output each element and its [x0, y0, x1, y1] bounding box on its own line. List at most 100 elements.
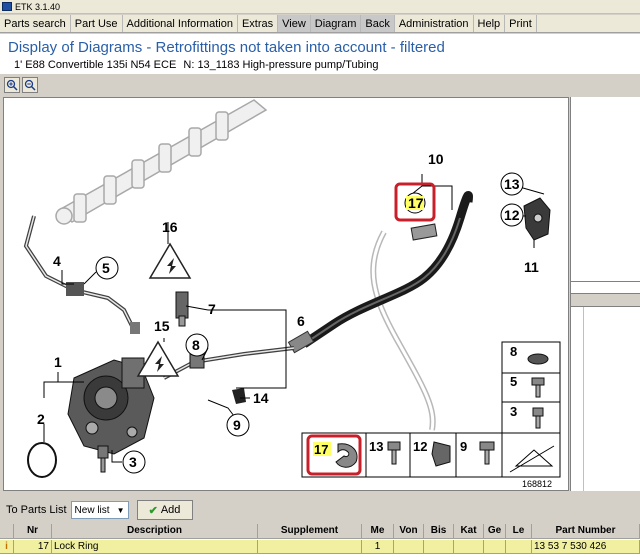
title-bar: ETK 3.1.40 — [0, 0, 640, 14]
col-bis[interactable]: Bis — [424, 524, 454, 538]
callout-12: 12 — [504, 207, 520, 223]
cell-supplement — [258, 540, 362, 553]
legend-17: 17 — [314, 442, 328, 457]
cell-von — [394, 540, 424, 553]
diagram-toolbar — [0, 74, 640, 96]
menu-bar: Parts search Part Use Additional Informa… — [0, 15, 640, 33]
callout-3: 3 — [129, 454, 137, 470]
cell-part-number: 13 53 7 530 426 — [532, 540, 640, 553]
return-tube — [370, 230, 436, 431]
parts-list-bar: To Parts List New list ▼ ✔ Add — [0, 498, 640, 522]
callout-17-highlight[interactable]: 17 — [394, 182, 436, 222]
callout-11: 11 — [524, 259, 539, 275]
parts-list-select[interactable]: New list ▼ — [70, 501, 129, 519]
cell-me: 1 — [362, 540, 394, 553]
page-header: Display of Diagrams - Retrofittings not … — [0, 34, 640, 74]
callout-numbers: 1 2 3 4 5 6 7 8 9 10 11 12 13 14 15 16 — [37, 151, 539, 470]
col-le[interactable]: Le — [506, 524, 532, 538]
bolt-3 — [97, 445, 109, 473]
callout-6: 6 — [297, 313, 305, 329]
callout-13: 13 — [504, 176, 520, 192]
callout-14: 14 — [253, 390, 269, 406]
col-supplement[interactable]: Supplement — [258, 524, 362, 538]
vehicle-label: 1' E88 Convertible 135i N54 ECE — [14, 59, 177, 71]
high-pressure-pump — [67, 357, 155, 455]
cell-ge — [484, 540, 506, 553]
menu-parts-search[interactable]: Parts search — [0, 15, 71, 32]
col-kat[interactable]: Kat — [454, 524, 484, 538]
checkmark-icon: ✔ — [148, 504, 158, 517]
menu-diagram[interactable]: Diagram — [310, 15, 362, 32]
page-title: Display of Diagrams - Retrofittings not … — [8, 39, 445, 56]
info-icon[interactable]: i — [0, 540, 14, 553]
menu-part-use[interactable]: Part Use — [71, 15, 123, 32]
menu-help[interactable]: Help — [474, 15, 506, 32]
legend-5: 5 — [510, 374, 517, 389]
group-label: 13_1183 High-pressure pump/Tubing — [197, 59, 379, 71]
vehicle-info: 1' E88 Convertible 135i N54 ECE N: 13_11… — [8, 58, 640, 72]
menu-additional-information[interactable]: Additional Information — [123, 15, 238, 32]
pressure-line-4 — [23, 215, 136, 331]
cell-le — [506, 540, 532, 553]
col-description[interactable]: Description — [52, 524, 258, 538]
zoom-out-icon — [24, 79, 36, 91]
callout-5: 5 — [102, 260, 110, 276]
o-ring-2 — [27, 442, 57, 478]
n-label: N: — [183, 59, 195, 71]
col-von[interactable]: Von — [394, 524, 424, 538]
line-clamp — [66, 282, 84, 296]
col-info[interactable] — [0, 524, 14, 538]
warning-triangle-16 — [148, 242, 192, 279]
col-me[interactable]: Me — [362, 524, 394, 538]
callout-15: 15 — [154, 318, 170, 334]
fuel-rail — [55, 99, 268, 225]
callout-8: 8 — [192, 337, 200, 353]
legend-9: 9 — [460, 439, 467, 454]
app-icon — [2, 2, 12, 11]
menu-back[interactable]: Back — [361, 15, 395, 32]
zoom-in-icon — [6, 79, 18, 91]
side-panel-header — [571, 293, 640, 307]
menu-print[interactable]: Print — [505, 15, 537, 32]
callout-1: 1 — [54, 354, 62, 370]
cell-nr: 17 — [14, 540, 52, 553]
callout-circles — [95, 172, 524, 474]
legend-3: 3 — [510, 404, 517, 419]
parts-diagram[interactable]: 1 2 3 4 5 6 7 8 9 10 11 12 13 14 15 16 1… — [4, 98, 569, 491]
parts-legend: 8 5 3 17 13 12 9 — [301, 341, 561, 489]
table-header: Nr Description Supplement Me Von Bis Kat… — [0, 524, 640, 539]
parts-list-select-value: New list — [74, 504, 110, 516]
legend-13: 13 — [369, 439, 383, 454]
callout-17: 17 — [408, 195, 424, 211]
cell-description: Lock Ring — [52, 540, 258, 553]
menu-extras[interactable]: Extras — [238, 15, 279, 32]
menu-administration[interactable]: Administration — [395, 15, 474, 32]
diagram-panel[interactable]: 1 2 3 4 5 6 7 8 9 10 11 12 13 14 15 16 1… — [3, 97, 569, 491]
col-nr[interactable]: Nr — [14, 524, 52, 538]
parts-list-label: To Parts List — [6, 504, 67, 516]
warning-triangle-15 — [136, 340, 180, 377]
callout-16: 16 — [162, 219, 178, 235]
legend-12: 12 — [413, 439, 427, 454]
parts-table: Nr Description Supplement Me Von Bis Kat… — [0, 524, 640, 557]
zoom-out-button[interactable] — [22, 77, 38, 93]
col-part-number[interactable]: Part Number — [532, 524, 640, 538]
table-row[interactable]: i 17 Lock Ring 1 13 53 7 530 426 — [0, 540, 640, 554]
menu-view[interactable]: View — [278, 15, 311, 32]
add-button-label: Add — [160, 504, 181, 516]
clip-14 — [232, 388, 246, 404]
diagram-id: 168812 — [522, 479, 552, 489]
callout-7: 7 — [208, 301, 216, 317]
cell-bis — [424, 540, 454, 553]
side-panel — [570, 97, 640, 491]
callout-4: 4 — [53, 253, 61, 269]
col-ge[interactable]: Ge — [484, 524, 506, 538]
zoom-in-button[interactable] — [4, 77, 20, 93]
legend-8: 8 — [510, 344, 517, 359]
callout-2: 2 — [37, 411, 45, 427]
callout-9: 9 — [233, 417, 241, 433]
bracket-11 — [523, 197, 551, 241]
window-title: ETK 3.1.40 — [15, 1, 61, 12]
add-button[interactable]: ✔ Add — [136, 500, 193, 520]
chevron-down-icon: ▼ — [116, 505, 125, 515]
